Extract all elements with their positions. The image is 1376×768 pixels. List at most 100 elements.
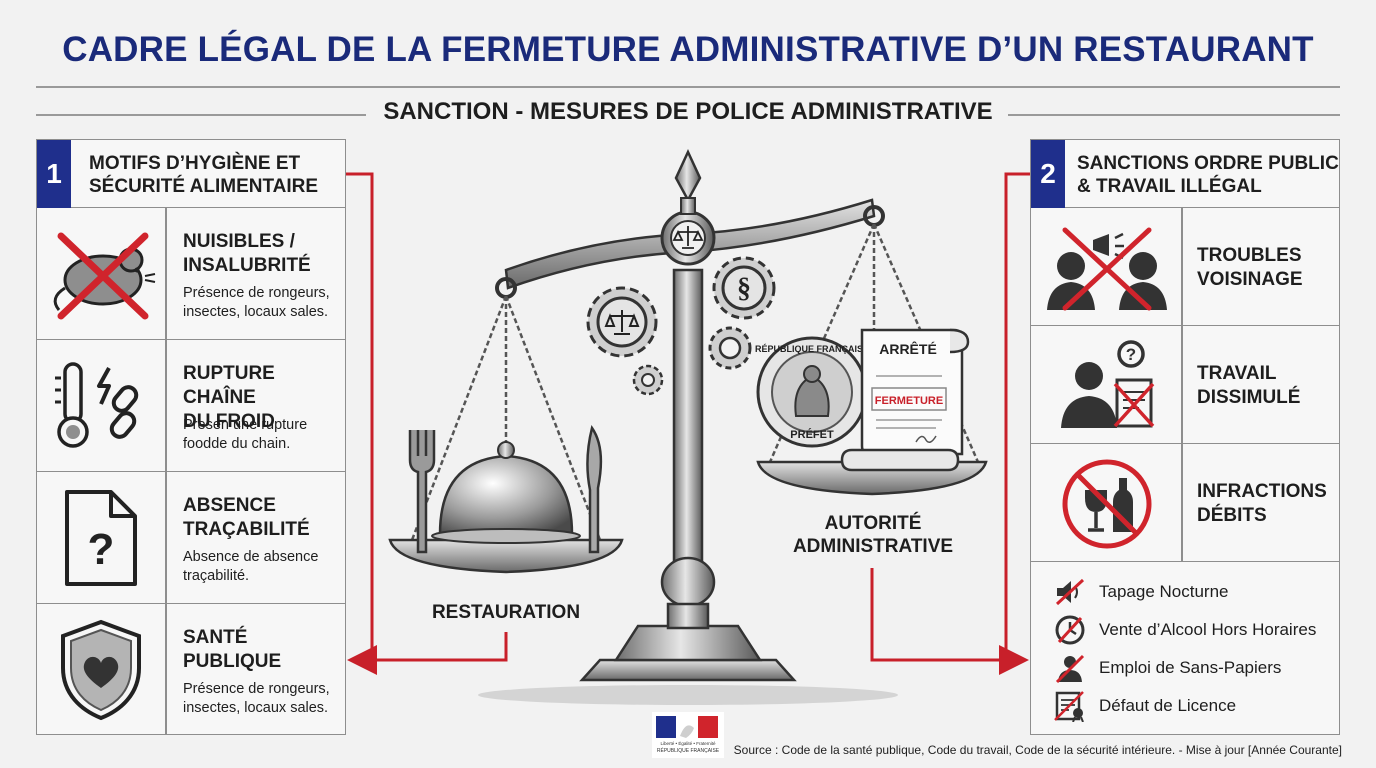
list-item-sans-papiers: Emploi de Sans-Papiers (1053, 652, 1281, 684)
item-title-line2: INSALUBRITÉ (183, 255, 311, 276)
list-item-label: Tapage Nocturne (1099, 582, 1229, 601)
item-description: Absence de absence traçabilité. (183, 548, 318, 586)
item-description: Présence de rongeurs, insectes, locaux s… (183, 680, 330, 718)
section-subtitle: SANCTION - MESURES DE POLICE ADMINISTRAT… (383, 98, 993, 125)
item-desc-line2: foodde du chain. (183, 436, 291, 452)
decree-title: ARRÊTÉ (879, 340, 937, 357)
panel-title-line1: MOTIFS D’HYGIÈNE ET (89, 153, 301, 174)
cell-divider (1181, 208, 1183, 325)
authority-link-arrow (870, 568, 1029, 675)
item-description: Presen une rupture foodde du chain. (183, 416, 307, 454)
item-title-line1: TRAVAIL (1197, 363, 1277, 384)
subtitle-rule-right (1008, 114, 1340, 116)
left-pan-label: RESTAURATION (431, 602, 581, 623)
scale-base-shadow (478, 685, 898, 705)
item-desc-line1: Presen une rupture (183, 417, 308, 433)
item-description: Présence de rongeurs, insectes, locaux s… (183, 284, 330, 322)
item-desc-line1: Présence de rongeurs, (183, 681, 330, 697)
gear-scale-icon (586, 286, 658, 358)
item-desc-line2: insectes, locaux sales. (183, 700, 329, 716)
right-bracket-line (1004, 172, 1030, 660)
gear-small-icon (708, 326, 752, 370)
item-title-line2: PUBLIQUE (183, 651, 282, 672)
list-item-tapage: Tapage Nocturne (1053, 576, 1228, 608)
crossed-wine-bottle-icon (1062, 459, 1152, 549)
scale-column-neck (666, 602, 710, 630)
item-title: ABSENCE TRAÇABILITÉ (183, 494, 310, 542)
gear-paragraph-icon: § (712, 256, 776, 320)
medallion-scale-icon (672, 226, 704, 249)
hygiene-item-froid: RUPTURE CHAÎNE DU FROID Presen une ruptu… (37, 340, 345, 472)
finial-neck (680, 197, 696, 215)
item-title-line1: ABSENCE (183, 495, 276, 516)
panel-title-line1: SANCTIONS ORDRE PUBLIC (1077, 153, 1339, 174)
item-title-line1: TROUBLES (1197, 245, 1302, 266)
item-desc-line2: traçabilité. (183, 568, 250, 584)
thermometer-broken-chain-icon (55, 362, 139, 448)
scale-base-step (613, 624, 763, 662)
item-title-line2: VOISINAGE (1197, 269, 1303, 290)
item-title-line2: DISSIMULÉ (1197, 387, 1301, 408)
public-order-list: Tapage Nocturne Vente d’Alcool Hors Hora… (1031, 562, 1339, 734)
document-question-icon: ? (65, 490, 137, 586)
svg-text:?: ? (88, 525, 115, 574)
list-item-label: Emploi de Sans-Papiers (1099, 658, 1282, 677)
page-title: CADRE LÉGAL DE LA FERMETURE ADMINISTRATI… (62, 30, 1314, 69)
right-pan-label-line1: AUTORITÉ (824, 513, 922, 534)
panel-title: MOTIFS D’HYGIÈNE ET SÉCURITÉ ALIMENTAIRE (89, 152, 339, 198)
decree-stamp: FERMETURE (875, 395, 943, 407)
right-pan-label: AUTORITÉ ADMINISTRATIVE (768, 512, 978, 558)
item-title: RUPTURE CHAÎNE DU FROID (183, 362, 345, 434)
public-order-panel: 2 SANCTIONS ORDRE PUBLIC & TRAVAIL ILLÉG… (1030, 139, 1340, 735)
hygiene-item-sante: SANTÉ PUBLIQUE Présence de rongeurs, ins… (37, 604, 345, 734)
list-item-label: Vente d’Alcool Hors Horaires (1099, 620, 1317, 639)
seal-bottom-text: PRÉFET (790, 428, 834, 441)
source-note: Source : Code de la santé publique, Code… (733, 743, 1342, 757)
item-desc-line2: insectes, locaux sales. (183, 304, 329, 320)
item-desc-line1: Présence de rongeurs, (183, 285, 330, 301)
left-pan (388, 538, 624, 574)
logo-caption: RÉPUBLIQUE FRANÇAISE (656, 748, 720, 754)
cell-divider (1181, 444, 1183, 561)
crossed-rat-icon (53, 232, 156, 320)
public-order-item-travail: ? TRAVAIL DISSIMULÉ (1031, 326, 1339, 444)
scale-of-justice-illustration: § RÉPUBLIQUE FRANÇAISE PRÉFET ARRÊTÉ FER (388, 149, 988, 705)
certificate-icon (1054, 691, 1084, 722)
hygiene-item-nuisibles: NUISIBLES / INSALUBRITÉ Présence de rong… (37, 208, 345, 340)
list-item-alcool: Vente d’Alcool Hors Horaires (1053, 614, 1316, 646)
cell-divider (1181, 326, 1183, 443)
scale-column (672, 268, 704, 572)
restauration-link-arrow (372, 632, 508, 662)
cell-divider (165, 340, 167, 471)
item-title: TROUBLES VOISINAGE (1197, 244, 1303, 292)
svg-text:?: ? (1126, 345, 1136, 364)
fork-icon (408, 430, 436, 554)
item-title: SANTÉ PUBLIQUE (183, 626, 281, 674)
decree-scroll-icon (840, 328, 970, 472)
panel-number-badge: 1 (37, 140, 71, 208)
shield-heart-icon (61, 619, 141, 721)
marianne-logo (652, 712, 724, 758)
hygiene-panel-header: 1 MOTIFS D’HYGIÈNE ET SÉCURITÉ ALIMENTAI… (37, 140, 345, 208)
worker-question-document-icon: ? (1061, 340, 1155, 428)
cloche-plate (431, 528, 581, 544)
item-title-line2: DU FROID (183, 411, 275, 432)
svg-text:§: § (737, 273, 751, 304)
cell-divider (165, 208, 167, 339)
arguing-people-megaphone-icon (1047, 227, 1167, 311)
logo-motto: Liberté • Égalité • Fraternité (660, 741, 716, 746)
hygiene-item-tracabilite: ? ABSENCE TRAÇABILITÉ Absence de absence… (37, 472, 345, 604)
item-title: NUISIBLES / INSALUBRITÉ (183, 230, 311, 278)
cloche-handle (497, 441, 515, 459)
item-title-line2: DÉBITS (1197, 505, 1267, 526)
public-order-item-voisinage: TROUBLES VOISINAGE (1031, 208, 1339, 326)
title-divider (36, 86, 1340, 88)
item-title-line2: TRAÇABILITÉ (183, 519, 310, 540)
item-title-line1: RUPTURE CHAÎNE (183, 363, 275, 408)
public-order-item-debits: INFRACTIONS DÉBITS (1031, 444, 1339, 562)
cell-divider (165, 604, 167, 734)
item-title: INFRACTIONS DÉBITS (1197, 480, 1327, 528)
seal-top-text: RÉPUBLIQUE FRANÇAISE (755, 344, 869, 354)
muted-speaker-icon (1055, 578, 1085, 606)
